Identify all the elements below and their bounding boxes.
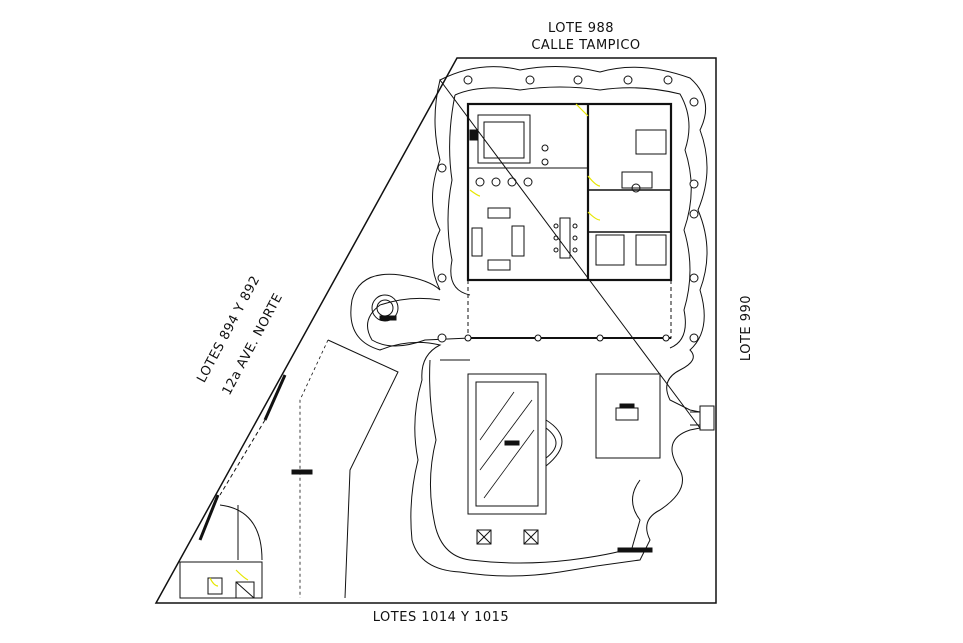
- label-top-street: CALLE TAMPICO: [531, 38, 640, 53]
- label-left-street: 12a AVE. NORTE: [220, 291, 286, 398]
- kitchen: [469, 114, 549, 187]
- service-building: [595, 373, 661, 553]
- planters: [476, 529, 539, 545]
- label-right-lot: LOTE 990: [739, 295, 754, 361]
- driveway: [198, 339, 399, 599]
- guard-house: [179, 504, 263, 599]
- pool: [467, 373, 563, 515]
- garden-outline: [350, 65, 708, 577]
- property-boundary: [154, 57, 717, 604]
- label-bottom-lot: LOTES 1014 Y 1015: [373, 610, 509, 625]
- bedroom-furniture: [595, 129, 667, 266]
- column-markers: [437, 75, 699, 343]
- garden-inner: [367, 86, 692, 564]
- terrace: [467, 279, 672, 339]
- right-gate: [690, 405, 715, 431]
- living-furniture: [471, 207, 578, 271]
- label-top-lot: LOTE 988: [548, 21, 614, 36]
- gazebo: [371, 294, 399, 322]
- door-swing-accents: [209, 103, 601, 587]
